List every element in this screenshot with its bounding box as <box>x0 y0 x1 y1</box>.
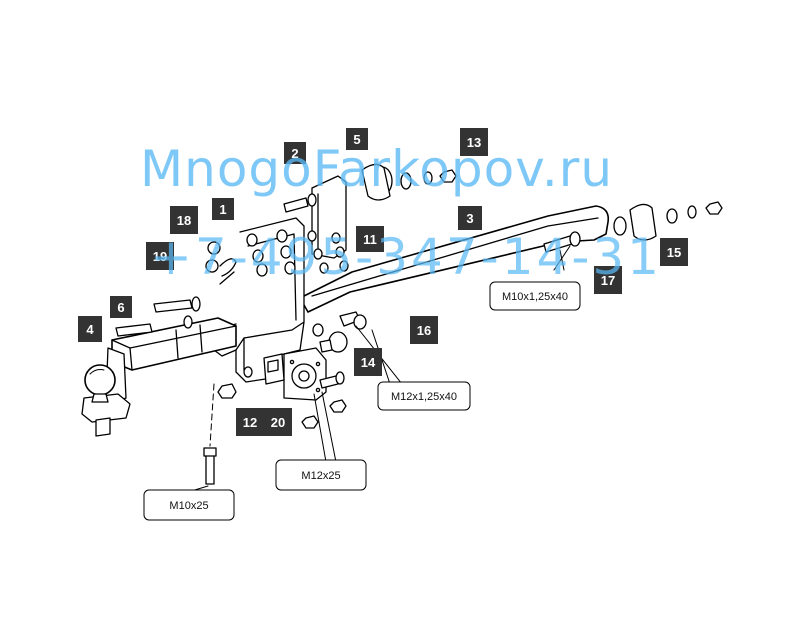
svg-text:M10x1,25x40: M10x1,25x40 <box>502 291 568 303</box>
svg-text:13: 13 <box>467 135 481 150</box>
svg-text:3: 3 <box>466 211 473 226</box>
svg-text:18: 18 <box>177 213 191 228</box>
callout-labels: 2 5 13 1 18 11 3 15 19 17 6 4 16 14 12 2… <box>78 128 688 436</box>
callout-12: 12 <box>236 408 264 436</box>
callout-13: 13 <box>460 128 488 156</box>
bottom-bolt <box>203 447 217 485</box>
svg-text:M10x25: M10x25 <box>169 500 208 512</box>
callout-14: 14 <box>354 348 382 376</box>
callout-19: 19 <box>146 242 174 270</box>
svg-text:6: 6 <box>117 300 124 315</box>
svg-text:19: 19 <box>153 249 167 264</box>
callout-4: 4 <box>78 316 102 342</box>
svg-text:16: 16 <box>417 323 431 338</box>
callout-11: 11 <box>356 226 384 252</box>
svg-text:15: 15 <box>667 245 681 260</box>
callout-2: 2 <box>284 142 306 164</box>
spec-m10x1-25x40: M10x1,25x40 <box>489 281 581 311</box>
arm-bolt <box>543 231 581 253</box>
callout-20: 20 <box>264 408 292 436</box>
svg-text:12: 12 <box>243 415 257 430</box>
centre-line <box>209 383 215 447</box>
rear-pad-part <box>613 201 723 241</box>
svg-text:1: 1 <box>219 202 226 217</box>
spec-m10x25: M10x25 <box>143 489 235 521</box>
svg-text:M12x25: M12x25 <box>301 470 340 482</box>
spec-m12x1-25x40: M12x1,25x40 <box>377 381 471 411</box>
svg-text:5: 5 <box>353 132 360 147</box>
ball-tube-part <box>81 317 237 437</box>
spec-m12x25: M12x25 <box>275 459 367 491</box>
upper-bolt <box>283 193 317 213</box>
callout-6: 6 <box>110 296 132 318</box>
callout-16: 16 <box>410 316 438 344</box>
upper-bracket-part <box>311 175 347 259</box>
tow-ball <box>84 364 116 403</box>
spec-boxes: M10x1,25x40 M12x1,25x40 M12x25 M10x25 <box>143 281 581 521</box>
large-pad-part <box>361 163 457 201</box>
svg-text:11: 11 <box>363 232 377 247</box>
callout-18: 18 <box>170 206 198 234</box>
side-bolts <box>115 296 201 337</box>
svg-text:14: 14 <box>361 355 376 370</box>
svg-text:M12x1,25x40: M12x1,25x40 <box>391 391 457 403</box>
callout-17: 17 <box>594 266 622 294</box>
svg-text:2: 2 <box>291 146 298 161</box>
callout-1: 1 <box>212 198 234 220</box>
lower-bolts <box>217 311 367 429</box>
callout-15: 15 <box>660 238 688 266</box>
svg-text:17: 17 <box>601 273 615 288</box>
callout-3: 3 <box>458 206 482 230</box>
socket-plate-part <box>263 347 327 401</box>
svg-text:4: 4 <box>86 322 94 337</box>
callout-5: 5 <box>346 128 368 150</box>
bracket-bolts <box>205 229 349 285</box>
svg-text:20: 20 <box>271 415 285 430</box>
